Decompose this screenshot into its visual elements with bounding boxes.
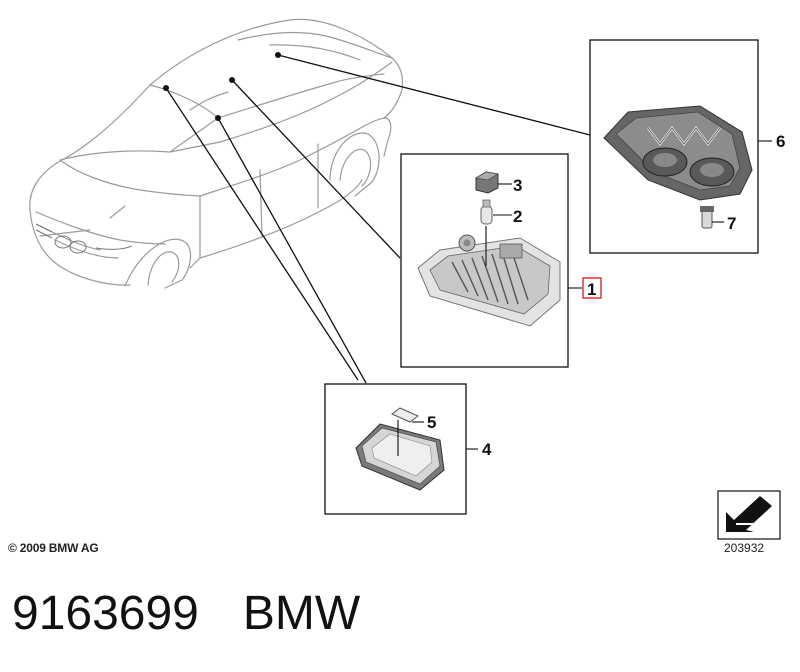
diagram-number: 203932 bbox=[724, 541, 765, 555]
part-1-highlight-box bbox=[582, 277, 602, 299]
callout-7: 7 bbox=[727, 214, 736, 233]
leader-lines bbox=[165, 54, 591, 384]
bulb-part-2 bbox=[480, 199, 493, 225]
callout-6: 6 bbox=[776, 132, 785, 151]
leader-dots bbox=[163, 52, 281, 121]
part-box-4 bbox=[324, 383, 478, 515]
callout-3: 3 bbox=[513, 176, 522, 195]
footer-caption: 9163699 BMW bbox=[12, 586, 360, 641]
car-outline bbox=[29, 18, 404, 289]
callout-4: 4 bbox=[482, 440, 492, 459]
socket-part-3 bbox=[475, 171, 499, 194]
part-box-6 bbox=[589, 39, 772, 254]
part-number: 9163699 bbox=[12, 587, 199, 640]
interior-light-module-1 bbox=[417, 234, 561, 327]
clip-part-5 bbox=[391, 407, 419, 423]
callout-1: 1 bbox=[587, 280, 596, 299]
bulb-part-7 bbox=[700, 206, 714, 229]
part-box-1 bbox=[400, 153, 582, 368]
copyright-notice: © 2009 BMW AG bbox=[8, 541, 99, 555]
callout-2: 2 bbox=[513, 207, 522, 226]
reading-light-module-6 bbox=[603, 105, 753, 201]
car-front-details bbox=[35, 223, 133, 254]
callout-5: 5 bbox=[427, 413, 436, 432]
brand-name: BMW bbox=[242, 587, 361, 640]
diagram-id-badge bbox=[717, 490, 781, 540]
footwell-light-module-4 bbox=[355, 423, 445, 491]
